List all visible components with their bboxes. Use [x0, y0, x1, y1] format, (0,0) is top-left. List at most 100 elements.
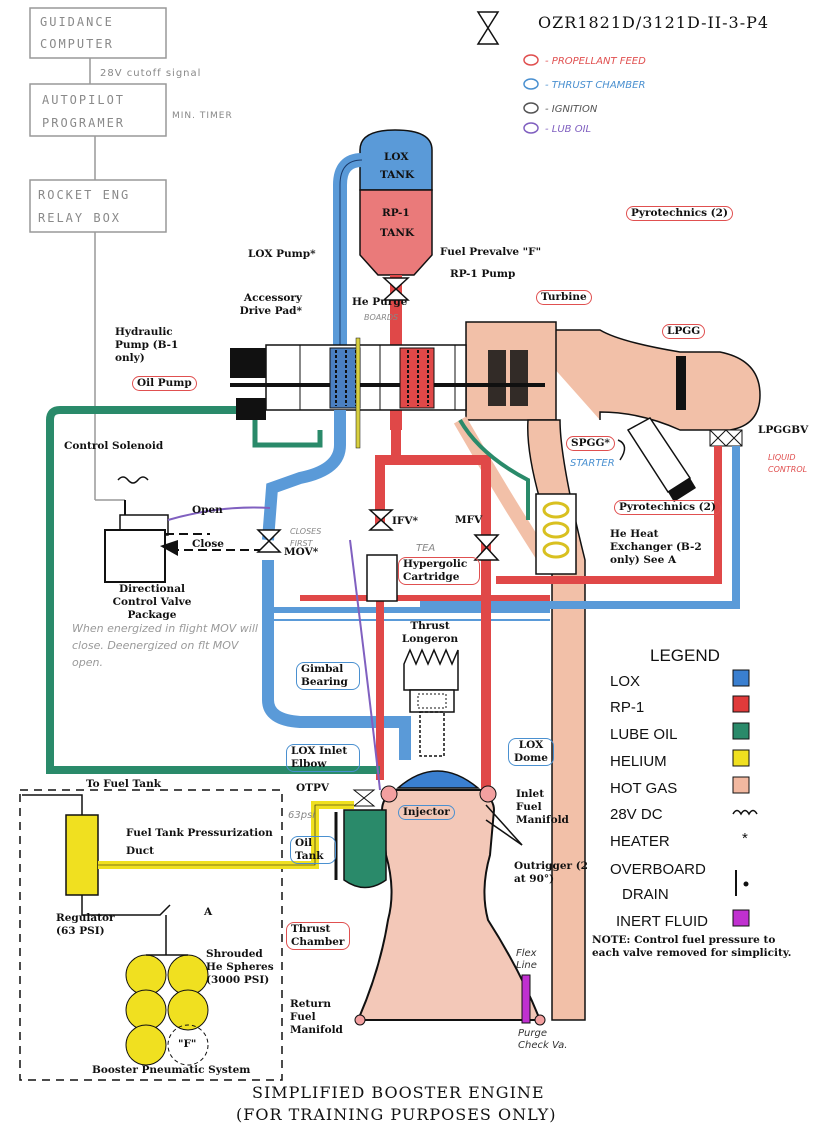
legend-rp1: RP-1 [610, 699, 644, 716]
liquid-control-note: LIQUID CONTROL [768, 453, 808, 474]
flex-line-label: Flex Line [516, 948, 537, 971]
key-propellant: - PROPELLANT FEED [545, 56, 646, 67]
hypergolic-label: Hypergolic Cartridge [398, 557, 480, 585]
he-spheres-label: Shrouded He Spheres (3000 PSI) [206, 948, 274, 986]
title-line2: (FOR TRAINING PURPOSES ONLY) [236, 1105, 556, 1124]
gimbal-bearing-label: Gimbal Bearing [296, 662, 360, 690]
thrust-longeron-label: Thrust Longeron [401, 620, 459, 645]
injector-label: Injector [398, 805, 455, 820]
otpv-valve [352, 789, 376, 807]
he-heat-exchanger [535, 493, 577, 575]
legend-swatch-inert [732, 909, 750, 927]
handwritten-note: When energized in flight MOV will close.… [72, 622, 258, 669]
hydraulic-pump-label: Hydraulic Pump (B-1 only) [115, 326, 179, 364]
coil-icon [732, 809, 758, 816]
legend-swatch-lube [732, 722, 750, 740]
starter-label: STARTER [570, 458, 615, 469]
key-ignition: - IGNITION [545, 104, 598, 115]
legend-drain: DRAIN [622, 886, 669, 903]
legend-heater: HEATER [610, 833, 670, 850]
lpggbv-valve [709, 429, 743, 447]
legend-lox: LOX [610, 673, 640, 690]
dcv-package [104, 500, 260, 583]
guidance-computer-2: COMPUTER [40, 37, 114, 51]
legend-28v: 28V DC [610, 806, 663, 823]
heater-symbol: * [742, 830, 748, 847]
lox-pump-label: LOX Pump* [248, 248, 316, 260]
legend-swatch-helium [732, 749, 750, 767]
return-fuel-manifold-label: Return Fuel Manifold [290, 998, 343, 1036]
ifv-label: IFV* [392, 515, 419, 527]
thrust-chamber [354, 770, 546, 1026]
inlet-fuel-manifold-label: Inlet Fuel Manifold [516, 788, 569, 826]
spgg-label: SPGG* [566, 436, 615, 451]
fuel-tank-duct [22, 794, 354, 916]
regulator-label: Regulator (63 PSI) [56, 912, 115, 937]
hourglass-icon [476, 11, 500, 45]
svg-text:TANK: TANK [380, 169, 415, 181]
document-id: OZR1821D/3121D-II-3-P4 [538, 13, 769, 32]
tea-label: TEA [416, 543, 436, 554]
oil-tank-label: Oil Tank [290, 836, 336, 864]
key-lub-oil: - LUB OIL [545, 124, 591, 135]
min-timer: MIN. TIMER [172, 111, 233, 121]
close-label: Close [192, 538, 224, 550]
lox-dome-label: LOX Dome [508, 738, 554, 766]
guidance-computer: GUIDANCE [40, 15, 114, 29]
feed-lines [46, 406, 550, 790]
fuel-prevalve-label: Fuel Prevalve "F" [440, 246, 542, 258]
flex-line [521, 974, 531, 1024]
svg-text:LOX: LOX [384, 151, 409, 163]
key-thrust: - THRUST CHAMBER [545, 80, 645, 91]
pyrotechnics-top-label: Pyrotechnics (2) [626, 206, 733, 221]
mov-label: MOV* [284, 546, 319, 558]
accessory-drive-label: Accessory Drive Pad* [239, 292, 302, 317]
drain-dot-icon [743, 881, 749, 887]
legend-helium: HELIUM [610, 753, 667, 770]
legend-swatch-lox [732, 669, 750, 687]
lpgg-label: LPGG [662, 324, 706, 339]
hypergolic-cartridge [366, 554, 398, 602]
legend-lube: LUBE OIL [610, 726, 678, 743]
ifv-valve [368, 509, 394, 531]
programmer: PROGRAMER [42, 116, 125, 130]
thrust-longeron [403, 648, 459, 757]
closes-first-label: CLOSES FIRST [290, 527, 322, 548]
turbopump-assembly [230, 337, 545, 449]
legend-hotgas: HOT GAS [610, 780, 677, 797]
f-marker: "F" [178, 1038, 197, 1050]
oil-pump-label: Oil Pump [132, 376, 197, 391]
legend-note: NOTE: Control fuel pressure to each valv… [592, 934, 792, 959]
fuel-prevalve [382, 277, 410, 301]
legend-overboard: OVERBOARD [610, 861, 706, 878]
he-heat-exchanger-label: He Heat Exchanger (B-2 only) See A [610, 528, 702, 566]
he-purge-label: He Purge [352, 296, 408, 308]
mov-valve [256, 529, 282, 553]
to-fuel-tank-label: To Fuel Tank [86, 778, 162, 790]
rp1-pump-label: RP-1 Pump [450, 268, 516, 280]
lpggbv-label: LPGGBV [758, 424, 809, 436]
thrust-chamber-label: Thrust Chamber [286, 922, 350, 950]
otpv-label: OTPV [296, 782, 330, 794]
autopilot: AUTOPILOT [42, 93, 125, 107]
mfv-valve [473, 534, 500, 561]
purge-check-label: Purge Check Va. [518, 1028, 568, 1051]
pyrotechnics-mid-label: Pyrotechnics (2) [614, 500, 721, 515]
open-label: Open [192, 504, 223, 516]
legend-title: LEGEND [650, 646, 720, 665]
pneumatic-box [19, 789, 283, 1081]
legend: LEGEND LOX RP-1 LUBE OIL HELIUM HOT GAS … [610, 646, 758, 930]
title-line1: SIMPLIFIED BOOSTER ENGINE [252, 1083, 545, 1102]
he-spheres [125, 915, 209, 1066]
svg-text:RP-1: RP-1 [382, 207, 410, 219]
pneumatic-system-label: Booster Pneumatic System [92, 1064, 251, 1076]
fuel-tank-duct-label: Fuel Tank Pressurization Duct [126, 827, 273, 857]
spgg-starter [626, 417, 696, 502]
control-chain [29, 7, 167, 501]
63psi-label: 63psi [288, 810, 316, 821]
dcv-package-label: Directional Control Valve Package [112, 583, 192, 621]
lpgg-flange [676, 356, 686, 410]
hot-gas-ducts [453, 321, 761, 1021]
lox-tank: LOX TANK [359, 129, 433, 191]
